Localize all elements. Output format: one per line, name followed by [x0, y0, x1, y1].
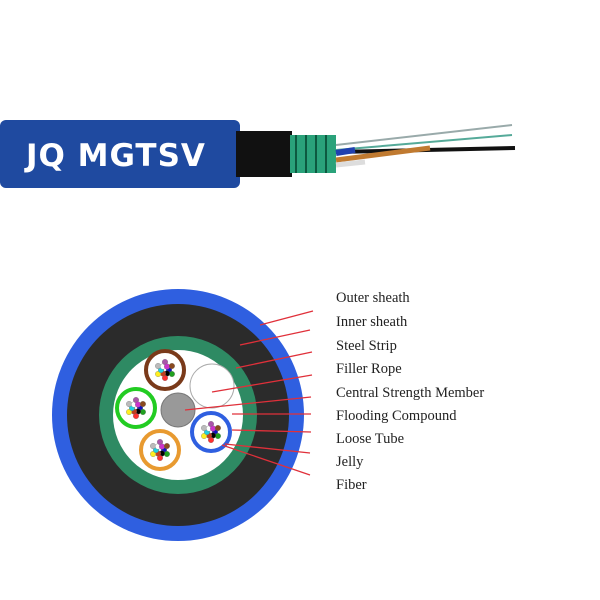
leader-line	[235, 351, 313, 369]
cable-side-view	[0, 120, 516, 188]
fiber	[201, 425, 208, 431]
loose-tube	[115, 387, 157, 429]
steel-armor-segment	[290, 135, 336, 173]
fiber	[210, 425, 216, 432]
cable-cross-section	[52, 289, 304, 541]
leader-line	[259, 310, 314, 326]
fiber	[163, 443, 170, 449]
loose-tube	[139, 429, 181, 471]
label-loose-tube: Loose Tube	[336, 431, 405, 447]
fiber	[201, 433, 208, 439]
fiber	[214, 433, 221, 439]
label-fiber: Fiber	[336, 477, 367, 493]
label-filler-rope: Filler Rope	[336, 361, 402, 377]
fiber	[164, 363, 170, 370]
fiber	[168, 371, 175, 377]
tube-white	[335, 159, 366, 168]
fiber	[159, 443, 165, 450]
fiber	[150, 451, 157, 457]
label-central-strength-member: Central Strength Member	[336, 385, 485, 401]
filler-rope	[189, 363, 235, 409]
fiber-strand	[335, 134, 513, 151]
product-name: JQ MGTSV	[26, 138, 206, 174]
outer-jacket	[0, 120, 240, 188]
leader-line	[211, 374, 313, 393]
leader-line	[184, 396, 312, 411]
fiber	[150, 443, 157, 449]
loose-tube	[190, 411, 232, 453]
fiber	[126, 409, 133, 415]
fiber	[139, 409, 146, 415]
fiber	[135, 401, 141, 408]
label-jelly: Jelly	[336, 454, 364, 470]
tube-blue	[335, 147, 356, 156]
leader-line	[224, 443, 311, 454]
leader-line	[221, 444, 311, 476]
leader-line	[239, 329, 311, 346]
leader-line	[231, 429, 312, 433]
label-steel-strip: Steel Strip	[336, 338, 397, 354]
tube-orange	[335, 145, 431, 163]
central-strength-member	[160, 392, 196, 428]
fiber	[155, 371, 162, 377]
leader-lines	[184, 310, 314, 476]
fiber	[139, 401, 146, 407]
fiber	[126, 401, 133, 407]
inner-sheath-segment	[236, 131, 292, 177]
loose-tube	[144, 349, 186, 391]
fiber	[163, 451, 170, 457]
label-inner-sheath: Inner sheath	[336, 314, 408, 330]
label-outer-sheath: Outer sheath	[336, 290, 410, 306]
fiber	[168, 363, 175, 369]
fiber	[214, 425, 221, 431]
fiber	[155, 363, 162, 369]
fiber-strand	[335, 124, 513, 146]
label-flooding-compound: Flooding Compound	[336, 408, 457, 424]
